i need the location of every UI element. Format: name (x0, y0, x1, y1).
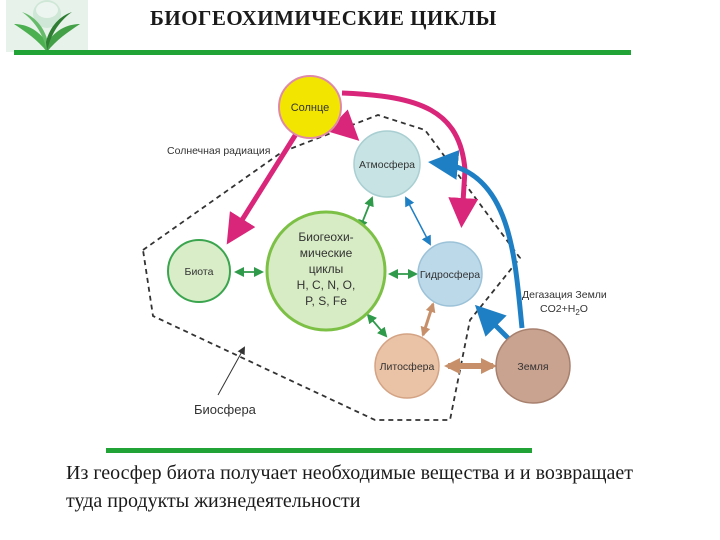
earth-node (495, 328, 571, 404)
biogeochemical-center-node (265, 210, 387, 332)
lithosphere-hydrosphere-arrow (420, 302, 436, 337)
biosphere-label: Биосфера (194, 402, 257, 417)
bottom-divider (106, 448, 532, 453)
biogeochemical-cycle-diagram: Солнце Атмосфера Биота Гидросфера Литосф… (142, 75, 607, 421)
biosphere-pointer (217, 346, 245, 396)
hydrosphere-node (417, 241, 483, 307)
solar-radiation-label: Солнечная радиация (167, 145, 270, 157)
page-title: БИОГЕОХИМИЧЕСКИЕ ЦИКЛЫ (150, 6, 497, 30)
center-label-line1: Биогеохи- (298, 230, 353, 244)
degassing-label-line1: Дегазация Земли (522, 289, 607, 301)
hydrosphere-label: Гидросфера (420, 269, 480, 281)
center-label-line2: мические (300, 246, 353, 260)
biota-label: Биота (185, 266, 214, 278)
earth-to-hydrosphere-arrow (474, 304, 514, 344)
earth-label: Земля (517, 361, 548, 373)
earth-to-atmosphere-arrow (428, 149, 525, 329)
biota-node (167, 239, 231, 303)
top-divider (14, 50, 631, 55)
atmosphere-label: Атмосфера (359, 159, 415, 171)
sun-node (278, 75, 342, 139)
sun-label: Солнце (291, 102, 330, 114)
sun-to-hydrosphere-arrow (341, 90, 479, 228)
center-label-line3: циклы (309, 262, 344, 276)
atmosphere-hydrosphere-arrow (405, 196, 431, 246)
degassing-label-line2: CO2+H2O (540, 303, 588, 317)
lithosphere-label: Литосфера (380, 361, 435, 373)
lithosphere-node (374, 333, 440, 399)
atmosphere-node (353, 130, 421, 198)
sun-to-biota-arrow (226, 132, 299, 245)
center-label-line5: P, S, Fe (305, 294, 347, 308)
globe-logo-icon (6, 0, 88, 52)
center-lithosphere-arrow (366, 313, 388, 338)
center-label-line4: H, C, N, O, (297, 278, 356, 292)
caption-text: Из геосфер биота получает необходимые ве… (66, 462, 634, 512)
